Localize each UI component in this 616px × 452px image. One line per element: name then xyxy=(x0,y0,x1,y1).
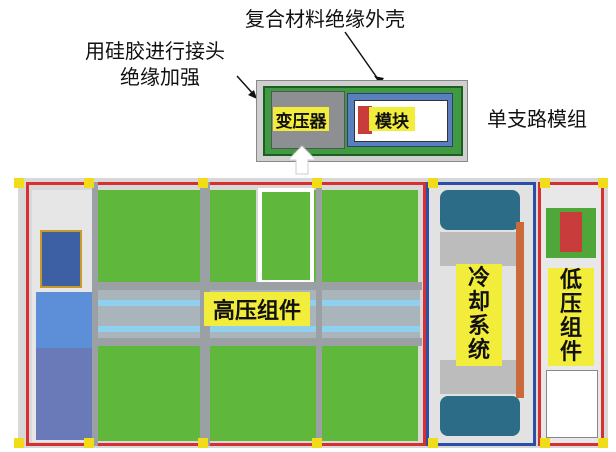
blue-panel xyxy=(36,292,92,348)
bracket-bot-5 xyxy=(540,438,550,448)
lv-label-char3: 组 xyxy=(559,316,582,341)
lv-label: 低 压 组 件 xyxy=(548,268,594,366)
hv-panel-4 xyxy=(322,190,418,282)
lv-label-char1: 低 xyxy=(559,268,582,293)
branch-module: 变压器 模块 xyxy=(256,80,468,162)
cooling-pipe xyxy=(516,222,524,398)
bracket-bot-4 xyxy=(428,438,438,448)
bracket-top-1 xyxy=(84,178,94,188)
bracket-top-2 xyxy=(198,178,208,188)
hv-panel-7 xyxy=(322,345,418,441)
bracket-top-3 xyxy=(312,178,322,188)
highlighted-branch-slot xyxy=(258,188,314,284)
hv-group-label: 高压组件 xyxy=(204,292,310,326)
inset-pointer xyxy=(286,145,318,175)
hv-panel-5 xyxy=(96,345,200,441)
bracket-tr xyxy=(598,178,608,188)
cooling-cylinder-top xyxy=(440,232,520,266)
cooling-label: 冷 却 系 统 xyxy=(456,264,502,366)
cooling-label-char1: 冷 xyxy=(467,266,490,291)
cooling-bottom-unit xyxy=(440,396,520,436)
purple-panel xyxy=(36,348,92,440)
bracket-bot-3 xyxy=(312,438,322,448)
bracket-bot-1 xyxy=(84,438,94,448)
cooling-label-char3: 系 xyxy=(467,314,490,339)
lv-cabinet xyxy=(546,370,598,438)
bracket-top-4 xyxy=(428,178,438,188)
hv-panel-1 xyxy=(96,190,200,282)
shell-leader xyxy=(344,31,381,83)
transformer-label: 变压器 xyxy=(273,107,329,132)
shell-label: 复合材料绝缘外壳 xyxy=(245,7,405,31)
cooling-label-char2: 却 xyxy=(467,290,490,315)
fan-unit xyxy=(40,230,82,288)
module-red-parts xyxy=(358,106,372,134)
beam-v-1 xyxy=(92,182,98,446)
joint-leader xyxy=(236,75,256,97)
joint-label-line2: 绝缘加强 xyxy=(120,65,200,89)
bracket-bl xyxy=(14,438,24,448)
lv-label-char2: 压 xyxy=(559,292,582,317)
hv-panel-2 xyxy=(210,190,256,282)
busbar-blue-line-2 xyxy=(96,326,420,332)
beam-v-3 xyxy=(316,182,322,446)
hv-panel-6 xyxy=(210,345,316,441)
bracket-bot-2 xyxy=(198,438,208,448)
bracket-top-5 xyxy=(540,178,550,188)
module-label: 模块 xyxy=(369,107,415,132)
beam-h-1 xyxy=(92,282,422,290)
branch-label: 单支路模组 xyxy=(487,107,587,131)
bracket-tl xyxy=(14,178,24,188)
joint-label-line1: 用硅胶进行接头 xyxy=(85,39,225,63)
cooling-label-char4: 统 xyxy=(467,338,490,363)
lv-red-parts xyxy=(560,212,582,252)
bracket-br xyxy=(598,438,608,448)
hv-section xyxy=(26,182,426,446)
cooling-top-unit xyxy=(440,190,520,230)
beam-h-2 xyxy=(92,338,422,346)
lv-label-char4: 件 xyxy=(559,340,582,365)
